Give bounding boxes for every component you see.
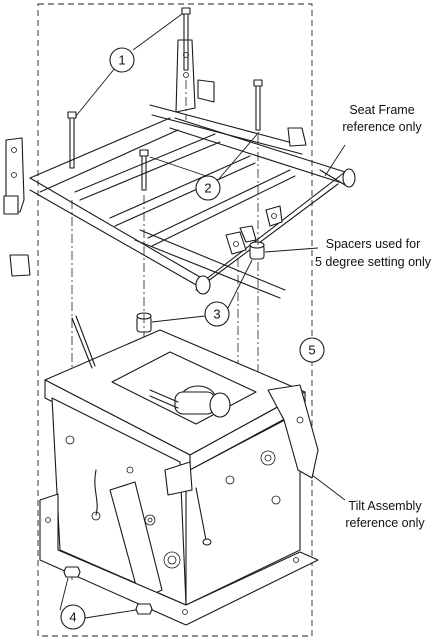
callout-4-label: 4 <box>69 610 76 625</box>
note-spacers-line-1: Spacers used for <box>326 237 421 251</box>
callout-1: 1 <box>109 47 135 73</box>
tilt-assembly <box>39 315 319 626</box>
spacer-upper <box>249 241 265 260</box>
callout-5: 5 <box>299 337 325 363</box>
bolt-1b <box>67 111 77 169</box>
callout-5-label: 5 <box>308 343 315 358</box>
note-tilt-assembly-line-1: Tilt Assembly <box>348 499 422 513</box>
callout-4: 4 <box>60 604 86 630</box>
nut-4b <box>135 603 153 615</box>
note-tilt-assembly: Tilt Assembly reference only <box>345 499 425 530</box>
callout-2: 2 <box>195 175 221 201</box>
assembly-boundary <box>37 3 313 637</box>
note-spacers-line-2: 5 degree setting only <box>315 255 432 269</box>
leader-lines <box>59 13 346 619</box>
note-spacers: Spacers used for 5 degree setting only <box>315 237 432 269</box>
bolt-1a <box>181 7 191 71</box>
callout-1-label: 1 <box>118 53 125 68</box>
note-tilt-assembly-line-2: reference only <box>345 516 425 530</box>
callout-2-label: 2 <box>204 181 211 196</box>
seat-frame <box>3 39 356 299</box>
note-seat-frame-line-2: reference only <box>342 120 422 134</box>
nut-4a <box>63 566 81 578</box>
bolt-2 <box>139 149 149 191</box>
note-seat-frame: Seat Frame reference only <box>342 103 422 134</box>
note-seat-frame-line-1: Seat Frame <box>349 103 414 117</box>
bolt-1c <box>253 79 263 131</box>
callout-3-label: 3 <box>213 307 220 322</box>
callout-3: 3 <box>204 301 230 327</box>
